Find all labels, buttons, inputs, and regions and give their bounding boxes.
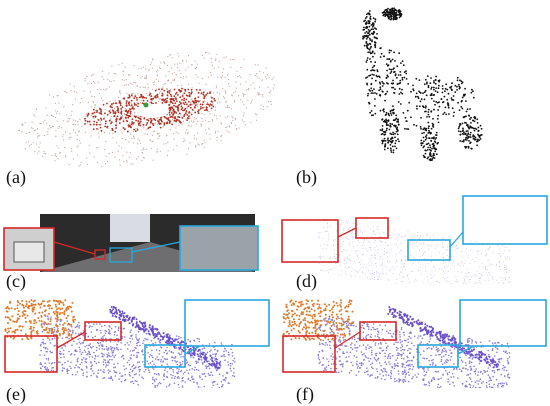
zoom-connector-line (184, 345, 201, 355)
zoom-box-red (4, 335, 58, 373)
sky (110, 214, 150, 242)
point-cloud (4, 299, 76, 341)
sensor-hole (135, 104, 169, 118)
panel-b-label: (b) (296, 167, 317, 187)
zoom-connector-line (334, 331, 361, 349)
panel-c-label: (c) (6, 271, 26, 291)
panel-f-label: (f) (296, 384, 314, 404)
zoom-source-red (355, 217, 389, 239)
panel-d-label: (d) (296, 271, 317, 291)
point-cloud (84, 87, 216, 133)
panel-b-elephant-plot (362, 7, 483, 162)
zoom-source-red (94, 249, 106, 260)
zoom-source-blue (417, 344, 459, 368)
zoom-source-red (359, 321, 397, 341)
zoom-box-red (282, 335, 336, 373)
zoom-box-red (281, 219, 339, 263)
zoom-connector-line (457, 345, 475, 355)
panel-f (278, 290, 550, 388)
car-zoom (13, 241, 45, 263)
panel-d (278, 192, 550, 284)
zoom-box-blue (462, 195, 548, 245)
panel-a (0, 15, 275, 185)
panel-e (0, 290, 275, 388)
panel-f-dense-plot (282, 299, 547, 388)
zoom-connector-line (449, 231, 464, 248)
panel-a-lidar-plot (17, 51, 275, 168)
panel-a-label: (a) (6, 167, 26, 187)
zoom-source-blue (109, 247, 133, 263)
sensor-marker (143, 102, 149, 108)
zoom-box-blue (459, 299, 547, 347)
zoom-box-blue (179, 225, 259, 271)
point-cloud (317, 218, 511, 284)
zoom-connector-line (56, 331, 86, 349)
point-cloud (317, 317, 511, 388)
point-cloud (282, 299, 354, 341)
panel-c-street-image (3, 214, 259, 272)
point-cloud (362, 7, 483, 162)
zoom-connector-line (53, 241, 96, 255)
zoom-source-blue (144, 344, 186, 368)
point-cloud (387, 306, 499, 371)
panel-e-label: (e) (6, 384, 26, 404)
point-cloud (109, 306, 221, 370)
panel-b (330, 2, 530, 187)
zoom-connector-line (337, 227, 357, 238)
panel-d-sparse-plot (281, 195, 548, 284)
panel-e-dense-plot (4, 299, 270, 388)
panel-c (0, 212, 262, 274)
zoom-box-blue (184, 299, 270, 347)
zoom-connector-line (131, 241, 181, 253)
zoom-source-red (84, 321, 122, 341)
zoom-source-blue (407, 239, 451, 261)
